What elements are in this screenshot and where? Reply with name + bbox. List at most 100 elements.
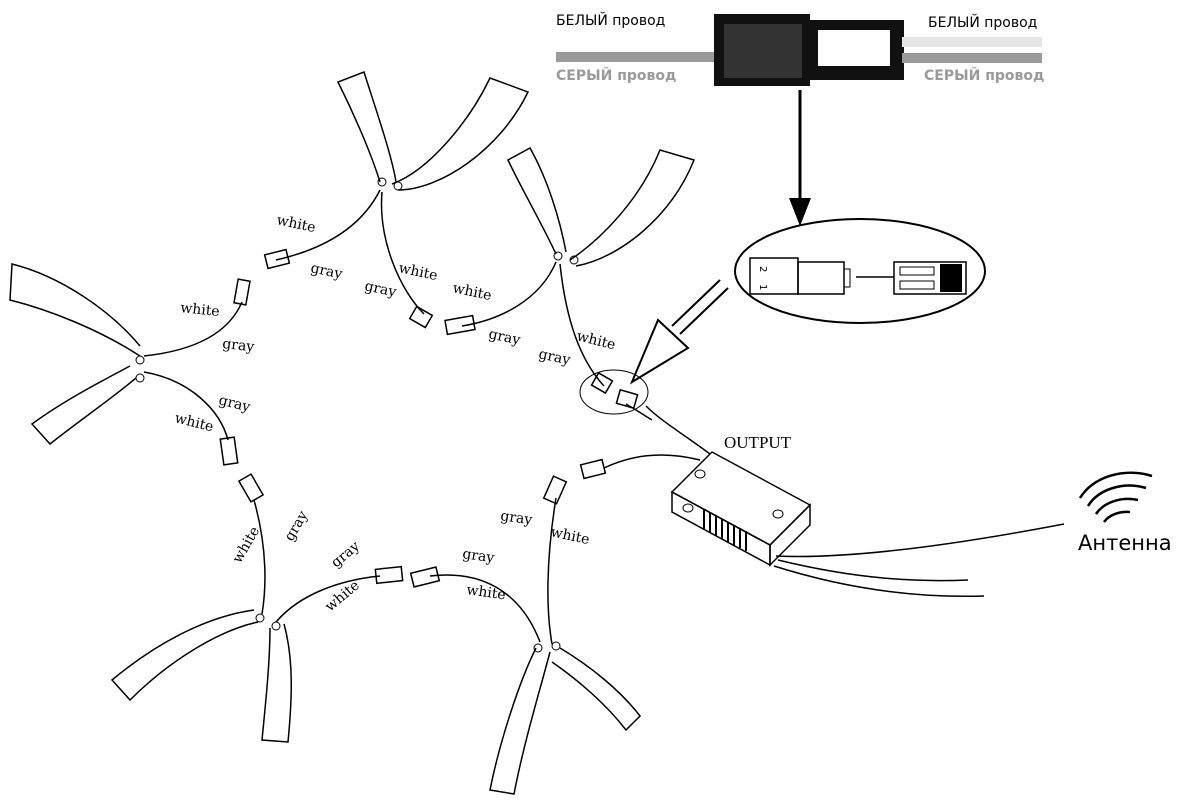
legend-right-white-wire [902,37,1042,47]
zoom-pin-1: 1 [757,284,768,290]
strip-br-node-1 [533,643,543,653]
legend-right-gray-label: СЕРЫЙ провод [924,67,1044,84]
wire-top-to-left-1 [275,189,381,261]
connector-1 [263,248,291,270]
antenna-wave-3 [1078,471,1153,499]
strip-fan-top [336,71,530,191]
label-white-2: white [397,260,439,284]
zoom-socket-pins [940,264,962,292]
strip-right-node-2 [569,255,579,265]
legend-arrow-head [789,198,811,226]
zoom-pointer-shaft-2 [671,279,721,327]
wire-bl-right [275,575,381,623]
legend-connector-dark-face [724,24,802,78]
strip-left-bottom [30,365,137,446]
legend-left-gray-label: СЕРЫЙ провод [556,67,676,84]
highlight-ellipse [579,369,649,415]
strip-bl-node-1 [255,613,265,623]
strip-top-node-2 [393,181,403,191]
legend-left-gray-wire [556,52,716,62]
label-gray-6: gray [217,392,252,415]
antenna: Антенна [1078,471,1172,555]
strip-left-node-2 [135,373,145,383]
strip-fan-bottom-left [110,609,293,743]
wire-right-to-mid [461,261,557,327]
controller-screw-left [682,503,694,513]
strip-right-right [569,149,695,267]
zoom-pointer-head [629,318,690,385]
power-wire-2 [773,565,985,598]
legend-right-white-label: БЕЛЫЙ провод [928,13,1037,31]
label-white-1: white [275,212,317,236]
antenna-wire [775,523,1065,558]
connector-9 [542,475,568,505]
zoom-ellipse [734,218,986,324]
connector-3 [408,305,434,329]
legend-connector-light-face [818,30,890,66]
wire-left-down [143,371,229,441]
wire-bl-up [253,499,266,615]
label-white-3: white [451,280,493,304]
zoom-plug-head [797,261,845,295]
zoom-plug-tip [843,268,851,288]
strip-br-node-2 [551,641,561,651]
connector-7 [374,565,404,585]
strip-bl-right [261,623,293,743]
wire-br-left [429,574,541,643]
legend-right-gray-wire [902,53,1042,63]
strip-top-right [391,77,530,191]
strip-fan-right [507,146,695,267]
strip-top-left [336,71,397,183]
zoom-socket-slot-bottom [899,280,935,290]
label-gray-9: gray [461,546,495,566]
output-label: OUTPUT [724,433,792,452]
controller-box: OUTPUT [670,433,812,567]
output-wire [645,405,711,455]
zoom-pin-2: 2 [757,266,768,272]
antenna-label: Антенна [1078,531,1172,555]
label-white-7: white [230,524,264,566]
connector-zoom-detail: 2 1 [629,218,986,385]
strip-bl-node-2 [271,621,281,631]
strip-right-left [507,146,567,255]
label-gray-10: gray [499,508,533,528]
power-wire-1 [777,559,969,582]
connector-12 [615,388,639,410]
label-gray-4: gray [537,346,572,368]
connector-10 [579,458,607,480]
antenna-wave-2 [1086,484,1147,507]
strip-br-left [489,647,551,795]
label-gray-1: gray [309,260,344,282]
label-white-6: white [173,410,215,435]
label-gray-2: gray [363,278,398,300]
connector-2 [233,278,251,306]
controller-side [769,503,811,567]
label-white-5: white [180,300,221,320]
strip-fan-bottom-right [489,641,641,795]
wire-connectors [219,248,649,588]
connector-4 [444,314,476,336]
strip-bl-left [110,609,259,702]
connector-5 [219,436,239,466]
label-gray-5: gray [222,336,255,355]
legend-left-white-label: БЕЛЫЙ провод [556,11,665,29]
wire-br-up [547,497,557,645]
strip-left-top [9,263,141,357]
zoom-socket [893,261,967,295]
controller-screw-top [694,469,706,479]
input-wire-2 [603,454,701,469]
antenna-wave-1 [1094,497,1139,515]
strip-right-node-1 [553,251,563,261]
wire-top-down [380,191,425,315]
connector-11 [590,371,614,395]
wire-left-up [143,301,243,357]
connector-6 [237,473,265,503]
zoom-socket-slot-top [899,266,935,276]
strip-fan-left [9,263,145,446]
label-gray-7: gray [282,508,312,544]
controller-screw-right [772,509,784,519]
zoom-pointer-shaft-1 [679,287,729,335]
strip-top-node-1 [377,177,387,187]
antenna-wave-4 [1102,510,1131,523]
label-gray-8: gray [328,538,363,571]
